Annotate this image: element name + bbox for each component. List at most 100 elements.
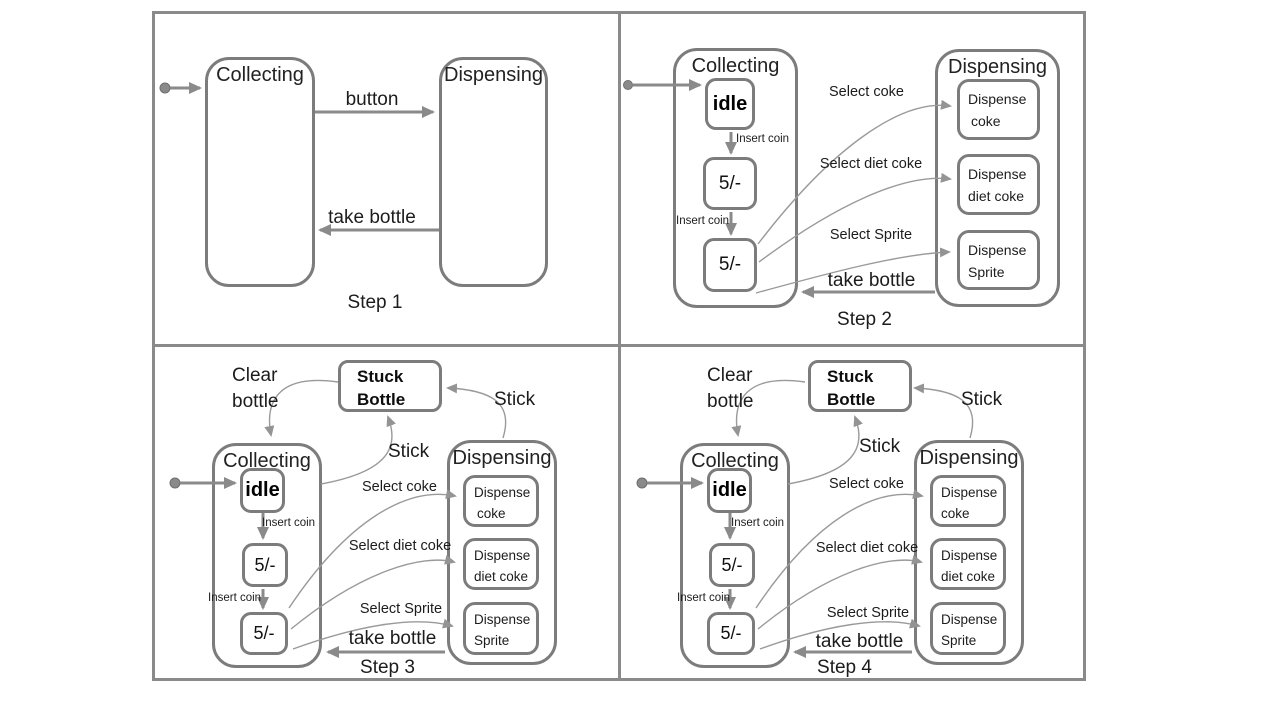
dispense-diet-coke-line1: Dispense <box>968 166 1027 182</box>
initial-state-dot <box>623 80 633 90</box>
dispense-sprite-line2: Sprite <box>968 263 1005 280</box>
arrows-layer <box>169 379 507 658</box>
panel-caption: Step 4 <box>817 657 872 678</box>
substate-dispense-diet-coke: Dispense diet coke <box>957 154 1040 215</box>
panel-step-3: Collecting Dispensing Stuck Bottle idle … <box>152 346 619 681</box>
substate-idle: idle <box>705 78 755 130</box>
substate-dispense-sprite: Dispense Sprite <box>463 602 539 655</box>
substate-idle-label: idle <box>712 92 748 115</box>
state-dispensing-title: Dispensing <box>919 447 1019 469</box>
transition-arrow-stick-from-dispensing <box>446 383 507 439</box>
horizontal-divider <box>152 344 1086 347</box>
dispense-coke-line1: Dispense <box>941 485 998 500</box>
substate-coin-2: 5/- <box>240 612 288 655</box>
substate-coin-1: 5/- <box>242 543 288 587</box>
transition-arrow-select-coke <box>288 489 457 609</box>
transition-label-select-coke: Select coke <box>829 476 904 492</box>
substate-dispense-sprite: Dispense Sprite <box>930 602 1006 655</box>
transition-arrow-select-diet-coke <box>290 554 456 630</box>
initial-state-dot <box>636 477 648 489</box>
transition-label-insert-coin-2: Insert coin <box>676 215 730 227</box>
state-stuck-bottle: Stuck Bottle <box>808 360 912 412</box>
dispense-coke-line2: coke <box>971 112 1001 129</box>
state-collecting-title: Collecting <box>691 55 780 77</box>
transition-label-select-diet-coke: Select diet coke <box>348 538 452 554</box>
state-dispensing: Dispensing <box>439 57 548 287</box>
stuck-bottle-line2: Bottle <box>827 389 876 409</box>
substate-coin-2: 5/- <box>703 238 757 292</box>
substate-idle: idle <box>240 468 285 513</box>
transition-arrow-clear-bottle <box>264 379 339 437</box>
panel-step-1: Collecting Dispensing button take bottle… <box>152 11 619 346</box>
substate-coin-2: 5/- <box>707 612 755 655</box>
transition-label-select-diet-coke: Select diet coke <box>815 540 919 556</box>
dispense-diet-coke-line2: diet coke <box>968 187 1025 204</box>
transition-label-insert-coin-2: Insert coin <box>677 592 731 604</box>
state-dispensing-title: Dispensing <box>444 64 543 86</box>
dispense-diet-coke-line1: Dispense <box>474 548 531 563</box>
transition-label-select-coke: Select coke <box>362 479 437 495</box>
initial-state-dot <box>159 82 171 94</box>
transition-arrow-select-sprite <box>292 618 454 650</box>
dispense-diet-coke-line1: Dispense <box>941 548 998 563</box>
transition-arrow-select-diet-coke <box>757 554 923 630</box>
transition-arrow-stick-from-collecting <box>787 415 863 485</box>
transition-label-take-bottle: take bottle <box>815 631 904 652</box>
clear-bottle-line2: bottle <box>232 391 279 412</box>
substate-coin-1: 5/- <box>703 157 757 210</box>
substate-coin-1-label: 5/- <box>718 172 742 194</box>
state-dispensing-title: Dispensing <box>948 56 1047 78</box>
substate-coin-1-label: 5/- <box>721 554 743 575</box>
substate-coin-2-label: 5/- <box>253 623 275 643</box>
transition-arrow-select-coke <box>755 489 924 609</box>
transition-label-button: button <box>345 89 399 110</box>
transition-label-select-sprite: Select Sprite <box>826 605 910 621</box>
dispense-sprite-line2: Sprite <box>941 632 977 648</box>
substate-coin-1: 5/- <box>709 543 755 587</box>
stuck-bottle-line1: Stuck <box>357 367 404 386</box>
initial-state-dot <box>169 477 181 489</box>
stuck-bottle-line2: Bottle <box>357 389 406 409</box>
dispense-coke-line2: coke <box>477 505 506 521</box>
transition-arrow-clear-bottle <box>731 379 806 437</box>
transition-label-select-coke: Select coke <box>829 84 904 100</box>
transition-label-select-sprite: Select Sprite <box>359 601 443 617</box>
transition-arrow-stick-from-collecting <box>320 415 396 485</box>
transition-label-insert-coin-1: Insert coin <box>262 517 316 529</box>
substate-coin-2-label: 5/- <box>720 623 742 643</box>
arrows-layer <box>623 79 952 298</box>
substate-idle: idle <box>707 468 752 513</box>
substate-idle-label: idle <box>712 479 747 501</box>
substate-dispense-diet-coke: Dispense diet coke <box>930 538 1006 590</box>
clear-bottle-line2: bottle <box>707 391 754 412</box>
panel-step-4: Collecting Dispensing Stuck Bottle idle … <box>619 346 1086 681</box>
transition-label-clear-bottle: Clear bottle <box>707 363 753 415</box>
transition-label-take-bottle: take bottle <box>348 628 437 649</box>
dispense-coke-line2: coke <box>941 505 970 521</box>
substate-coin-1-label: 5/- <box>254 554 276 575</box>
dispense-diet-coke-line2: diet coke <box>474 568 529 584</box>
transition-label-stick-right: Stick <box>961 389 1003 410</box>
substate-dispense-coke: Dispense coke <box>463 475 539 527</box>
transition-arrow-select-coke <box>757 99 952 245</box>
substate-dispense-coke: Dispense coke <box>930 475 1006 527</box>
transition-label-insert-coin-1: Insert coin <box>731 517 785 529</box>
substate-dispense-diet-coke: Dispense diet coke <box>463 538 539 590</box>
state-collecting-title: Collecting <box>216 64 304 86</box>
dispense-sprite-line1: Dispense <box>474 612 531 627</box>
transition-label-insert-coin-1: Insert coin <box>736 133 790 145</box>
dispense-sprite-line1: Dispense <box>968 242 1027 258</box>
transition-arrow-select-sprite <box>755 247 951 294</box>
transition-label-take-bottle: take bottle <box>328 207 416 228</box>
state-collecting-title: Collecting <box>223 450 311 472</box>
transition-arrow-stick-from-dispensing <box>913 383 974 439</box>
transition-label-insert-coin-2: Insert coin <box>208 592 262 604</box>
clear-bottle-line1: Clear <box>232 365 278 386</box>
transition-label-stick-middle: Stick <box>859 436 901 457</box>
state-stuck-bottle: Stuck Bottle <box>338 360 442 412</box>
dispense-sprite-line2: Sprite <box>474 632 510 648</box>
transition-label-select-sprite: Select Sprite <box>829 227 913 243</box>
panel-caption: Step 1 <box>347 292 403 313</box>
substate-coin-2-label: 5/- <box>718 254 742 275</box>
transition-label-take-bottle: take bottle <box>827 270 916 291</box>
